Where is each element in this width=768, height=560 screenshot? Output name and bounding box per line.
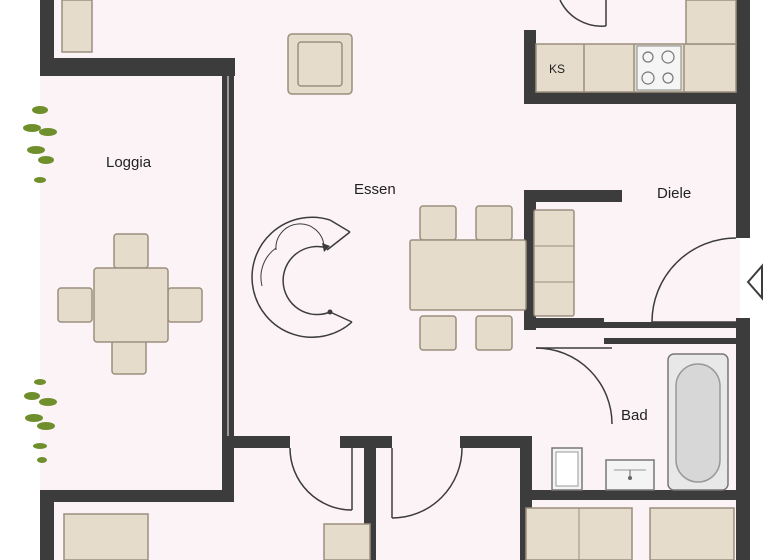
dining-set [409, 205, 575, 351]
loggia-dining-set [57, 233, 203, 375]
loggia-table [93, 267, 169, 343]
kitchen-counter [535, 0, 737, 93]
room-label-loggia: Loggia [106, 154, 152, 171]
fridge [685, 0, 737, 45]
room-label-diele: Diele [657, 185, 691, 202]
kitchen-ks-label: KS [549, 62, 565, 76]
cabinet [61, 0, 93, 53]
dining-table [409, 239, 527, 311]
door-swing [391, 447, 463, 519]
entrance-door-swing [651, 237, 737, 323]
sink-icon [605, 459, 655, 491]
plant-icon [24, 379, 57, 463]
entrance-arrow-icon [746, 263, 763, 301]
stove-icon [636, 45, 682, 91]
bottom-furniture [63, 507, 735, 560]
toilet-icon [551, 447, 583, 491]
bath-door-swing [535, 347, 613, 425]
walls [40, 0, 750, 560]
room-label-essen: Essen [354, 181, 396, 198]
door-swing [559, 0, 607, 27]
plant-icon [23, 106, 57, 183]
sideboard [533, 209, 575, 317]
room-label-bad: Bad [621, 407, 648, 424]
exterior-margin [0, 0, 40, 560]
spiral-staircase [251, 216, 353, 338]
bathtub-icon [667, 353, 729, 491]
door-swing [289, 447, 353, 511]
armchair [287, 33, 353, 95]
